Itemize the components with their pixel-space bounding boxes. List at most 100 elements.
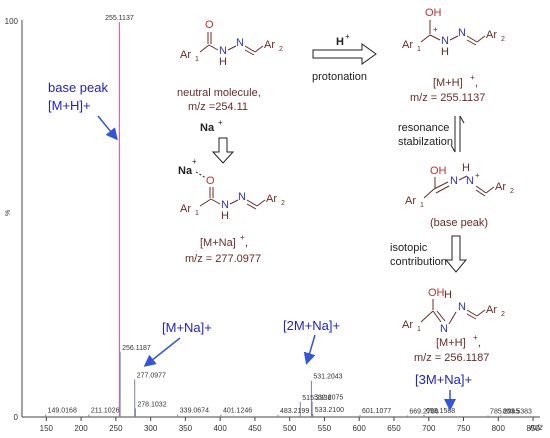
bond (244, 49, 255, 56)
annotation-mna-text: [M+Na]+ (162, 320, 212, 335)
bond (466, 313, 477, 320)
bond (458, 175, 468, 181)
peak-label: 533.2100 (315, 407, 344, 414)
bond (246, 199, 258, 207)
peak-label: 339.0674 (180, 408, 209, 415)
atom-ar2-sub: 2 (501, 36, 505, 43)
mh-caption-2: m/z = 255.1137 (410, 92, 485, 104)
resonance-arrow-up-head (459, 115, 465, 124)
mh-caption-comma: , (475, 77, 478, 89)
protonation-label: protonation (312, 71, 367, 83)
atom-h: H (219, 56, 227, 68)
x-axis-label: m/z (530, 423, 543, 432)
atom-ar1-sub: 1 (195, 56, 199, 63)
atom-ar1: Ar (402, 319, 413, 331)
atom-h: H (221, 210, 229, 222)
x-tick-label: 800 (492, 424, 506, 433)
annotation-mna: [M+Na]+ (143, 320, 212, 367)
atom-n: N (450, 175, 458, 187)
mh-iso-caption-1: [M+H] (436, 337, 466, 349)
atom-ar1: Ar (180, 203, 191, 215)
annotation-base-peak: base peak [M+H]+ (48, 80, 118, 141)
isotopic-label-2: contribution (390, 256, 447, 268)
bond (475, 185, 487, 194)
x-tick-label: 250 (109, 424, 123, 433)
x-tick-label: 550 (318, 424, 332, 433)
bond (436, 310, 446, 322)
atom-n: N (221, 199, 229, 211)
peak-label: 531.2043 (313, 374, 342, 381)
atom-n: N (238, 191, 246, 203)
atom-n: N (440, 323, 448, 335)
bond (244, 45, 256, 53)
spectrum-peaks (45, 22, 502, 417)
x-tick-label: 650 (387, 424, 401, 433)
structure-protonated: OH Ar 1 + N H N Ar 2 (402, 7, 505, 58)
atom-o: O (206, 175, 215, 187)
na-reagent: Na (200, 122, 215, 134)
atom-h: H (444, 289, 452, 301)
atom-oh: OH (430, 165, 447, 177)
y-axis-label: % (5, 210, 12, 216)
peak-label: 803.5383 (503, 408, 532, 415)
atom-ar1: Ar (180, 49, 191, 61)
hollow-arrow-right-protonation (312, 43, 377, 65)
atom-ar2-sub: 2 (510, 188, 514, 195)
peak-label: 278.1032 (137, 401, 166, 408)
bond (448, 311, 457, 325)
neutral-caption-2: m/z =254.11 (188, 101, 248, 113)
bond (227, 45, 237, 51)
mna-caption-1: [M+Na] (200, 237, 236, 249)
reaction-scheme: O Ar 1 N H N Ar 2 neutral molecule, m/z … (177, 7, 514, 364)
mh-iso-caption-plus: + (473, 333, 478, 342)
bond (433, 181, 449, 190)
resonance-label-1: resonance (398, 122, 449, 134)
atom-n: N (236, 37, 244, 49)
atom-ar1-sub: 1 (417, 326, 421, 333)
resonance-label-2: stabilzation (398, 136, 453, 148)
peak-label: 483.2199 (280, 408, 309, 415)
atom-ar2: Ar (486, 29, 497, 41)
annotation-3mna: [3M+Na]+ (415, 372, 472, 411)
atom-ar2: Ar (495, 181, 506, 193)
bond (229, 199, 239, 205)
x-tick-label: 400 (213, 424, 227, 433)
bond (199, 44, 210, 53)
bond (485, 186, 495, 194)
atom-plus: + (433, 25, 438, 34)
x-tick-label: 350 (179, 424, 193, 433)
atom-na-plus: + (192, 157, 197, 166)
atom-ar2: Ar (264, 39, 275, 51)
structure-base-peak: OH Ar 1 N H N + Ar 2 (405, 162, 514, 209)
bond (210, 198, 221, 205)
dashed-bond (195, 171, 207, 179)
atom-ar1-sub: 1 (417, 46, 421, 53)
x-tick-label: 150 (40, 424, 54, 433)
x-tick-label: 500 (283, 424, 297, 433)
annotation-mna-arrow (143, 337, 181, 367)
structure-isotope: OH Ar 1 N H N Ar 2 (402, 287, 505, 335)
atom-plus: + (475, 171, 480, 180)
bond (476, 35, 486, 43)
mna-caption-plus: + (240, 233, 245, 242)
annotation-base-peak-text: base peak (48, 80, 108, 95)
mh-caption-plus: + (470, 73, 475, 82)
peak-label: 785.2965 (490, 408, 519, 415)
peak-label: 693.1588 (426, 408, 455, 415)
x-tick-label: 700 (422, 424, 436, 433)
atom-ar2: Ar (486, 304, 497, 316)
x-tick-label: 600 (353, 424, 367, 433)
y-tick-label-100: 100 (5, 17, 19, 26)
atom-ar2-sub: 2 (279, 46, 283, 53)
bond (420, 310, 434, 323)
bond (466, 35, 478, 43)
peak-label: 255.1137 (105, 15, 134, 22)
bond (208, 44, 219, 51)
x-tick-label: 200 (74, 424, 88, 433)
bond (246, 203, 257, 210)
x-tick-label: 850 (526, 424, 540, 433)
annotation-mh-text: [M+H]+ (48, 98, 91, 113)
